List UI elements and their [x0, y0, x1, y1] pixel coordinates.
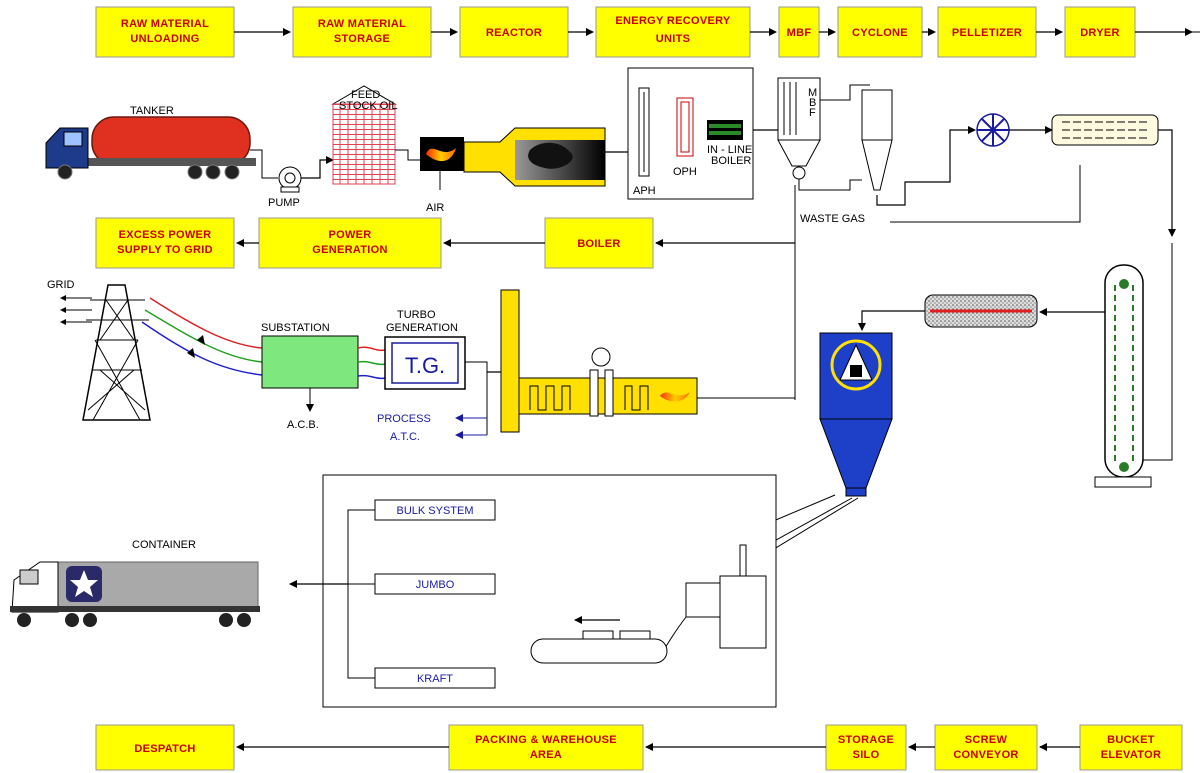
- svg-text:A.C.B.: A.C.B.: [287, 419, 319, 431]
- svg-text:DRYER: DRYER: [1080, 27, 1120, 39]
- power-row-arrows: [236, 185, 796, 400]
- svg-text:TANKER: TANKER: [130, 105, 174, 117]
- svg-text:PROCESS: PROCESS: [377, 413, 431, 425]
- box-dryer: DRYER: [1064, 6, 1136, 58]
- packing-option-bulk-system: BULK SYSTEM: [374, 499, 496, 521]
- svg-text:JUMBO: JUMBO: [416, 579, 455, 591]
- pelletizer-wheel: [976, 113, 1053, 147]
- box-mbf: MBF: [778, 6, 820, 58]
- svg-text:SUBSTATION: SUBSTATION: [261, 322, 330, 334]
- svg-text:BULK SYSTEM: BULK SYSTEM: [396, 505, 473, 517]
- box-boiler: BOILER: [544, 217, 654, 269]
- dryer-unit: [1051, 31, 1200, 237]
- packing-option-jumbo: JUMBO: [374, 573, 496, 595]
- svg-text:WASTE GAS: WASTE GAS: [800, 213, 865, 225]
- grid-power-lines: [141, 297, 263, 376]
- pump: PUMP: [250, 149, 334, 209]
- bucket-elevator-unit: [1039, 243, 1173, 488]
- svg-text:MBF: MBF: [787, 27, 812, 39]
- box-despatch: DESPATCH: [95, 724, 235, 771]
- svg-text:DESPATCH: DESPATCH: [134, 743, 195, 755]
- box-reactor: REACTOR: [459, 6, 569, 58]
- substation: SUBSTATION A.C.B.: [261, 322, 386, 431]
- box-cyclone: CYCLONE: [837, 6, 923, 58]
- svg-text:AIR: AIR: [426, 202, 444, 214]
- screw-conveyor-unit: [858, 294, 1038, 331]
- svg-text:A.T.C.: A.T.C.: [390, 431, 420, 443]
- svg-text:CYCLONE: CYCLONE: [852, 27, 908, 39]
- cyclone-unit: WASTE GAS: [798, 84, 1081, 225]
- packing-option-kraft: KRAFT: [374, 667, 496, 689]
- box-pelletizer: PELLETIZER: [937, 6, 1037, 58]
- svg-text:PUMP: PUMP: [268, 197, 300, 209]
- svg-text:T.G.: T.G.: [405, 353, 445, 378]
- container-truck: CONTAINER: [10, 539, 260, 627]
- svg-text:PELLETIZER: PELLETIZER: [952, 27, 1022, 39]
- svg-text:KRAFT: KRAFT: [417, 673, 453, 685]
- svg-text:APH: APH: [633, 185, 656, 197]
- boiler-unit: [500, 289, 796, 433]
- svg-text:CONTAINER: CONTAINER: [132, 539, 196, 551]
- svg-text:GRID: GRID: [47, 279, 75, 291]
- storage-silo-unit: [739, 332, 893, 567]
- tanker-truck: TANKER: [45, 105, 256, 180]
- svg-text:REACTOR: REACTOR: [486, 27, 542, 39]
- reactor-unit: AIR: [420, 127, 636, 214]
- svg-text:BOILER: BOILER: [577, 238, 620, 250]
- svg-text:OPH: OPH: [673, 166, 697, 178]
- bagging-machine: [530, 544, 767, 664]
- transmission-tower: GRID: [47, 279, 151, 421]
- svg-text:MBF: MBF: [808, 87, 817, 119]
